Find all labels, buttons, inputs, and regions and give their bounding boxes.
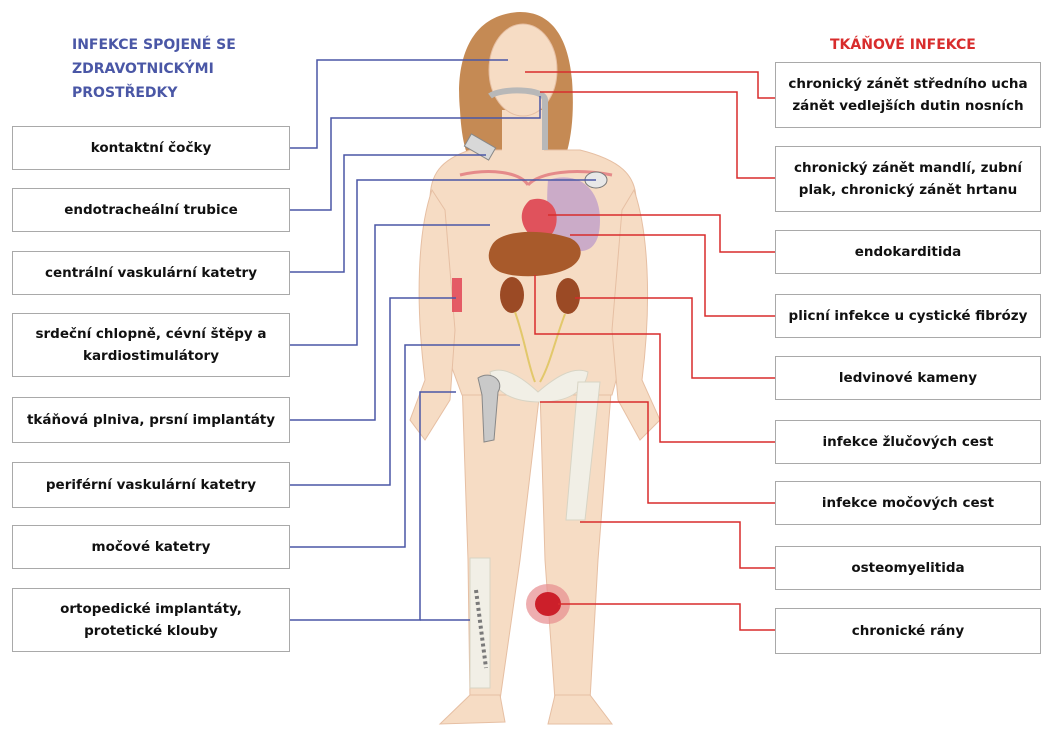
label-endotrachealni-trubice: endotracheální trubice <box>12 188 290 232</box>
label-ledvinove-kameny: ledvinové kameny <box>775 356 1041 400</box>
right-title: TKÁŇOVÉ INFEKCE <box>830 33 976 57</box>
label-kontaktni-cocky: kontaktní čočky <box>12 126 290 170</box>
wound <box>535 592 561 616</box>
label-mocove-katetry: močové katetry <box>12 525 290 569</box>
left-title: INFEKCE SPOJENÉ SE ZDRAVOTNICKÝMI PROSTŘ… <box>72 33 272 105</box>
connector-osteomyelitida <box>580 522 775 568</box>
label-periferni-katetry: periférní vaskulární katetry <box>12 462 290 508</box>
label-endokarditida: endokarditida <box>775 230 1041 274</box>
label-srdecni-chlopne: srdeční chlopně, cévní štěpy a kardiosti… <box>12 313 290 377</box>
right-foot <box>548 695 612 724</box>
label-mocove-cesty: infekce močových cest <box>775 481 1041 525</box>
label-chronicke-rany: chronické rány <box>775 608 1041 654</box>
label-plicni-infekce: plicní infekce u cystické fibrózy <box>775 294 1041 338</box>
label-zanet-ucha: chronický zánět středního ucha zánět ved… <box>775 62 1041 128</box>
left-foot <box>440 695 505 724</box>
label-tkanova-plniva: tkáňová plniva, prsní implantáty <box>12 397 290 443</box>
arm-catheter <box>452 278 462 312</box>
label-ortopedicke-implantaty: ortopedické implantáty, protetické kloub… <box>12 588 290 652</box>
tibia <box>470 558 490 688</box>
label-zanet-mandli: chronický zánět mandlí, zubní plak, chro… <box>775 146 1041 212</box>
label-osteomyelitida: osteomyelitida <box>775 546 1041 590</box>
kidney-right <box>556 278 580 314</box>
label-zlucove-cesty: infekce žlučových cest <box>775 420 1041 464</box>
label-centralni-katetry: centrální vaskulární katetry <box>12 251 290 295</box>
kidney-left <box>500 277 524 313</box>
